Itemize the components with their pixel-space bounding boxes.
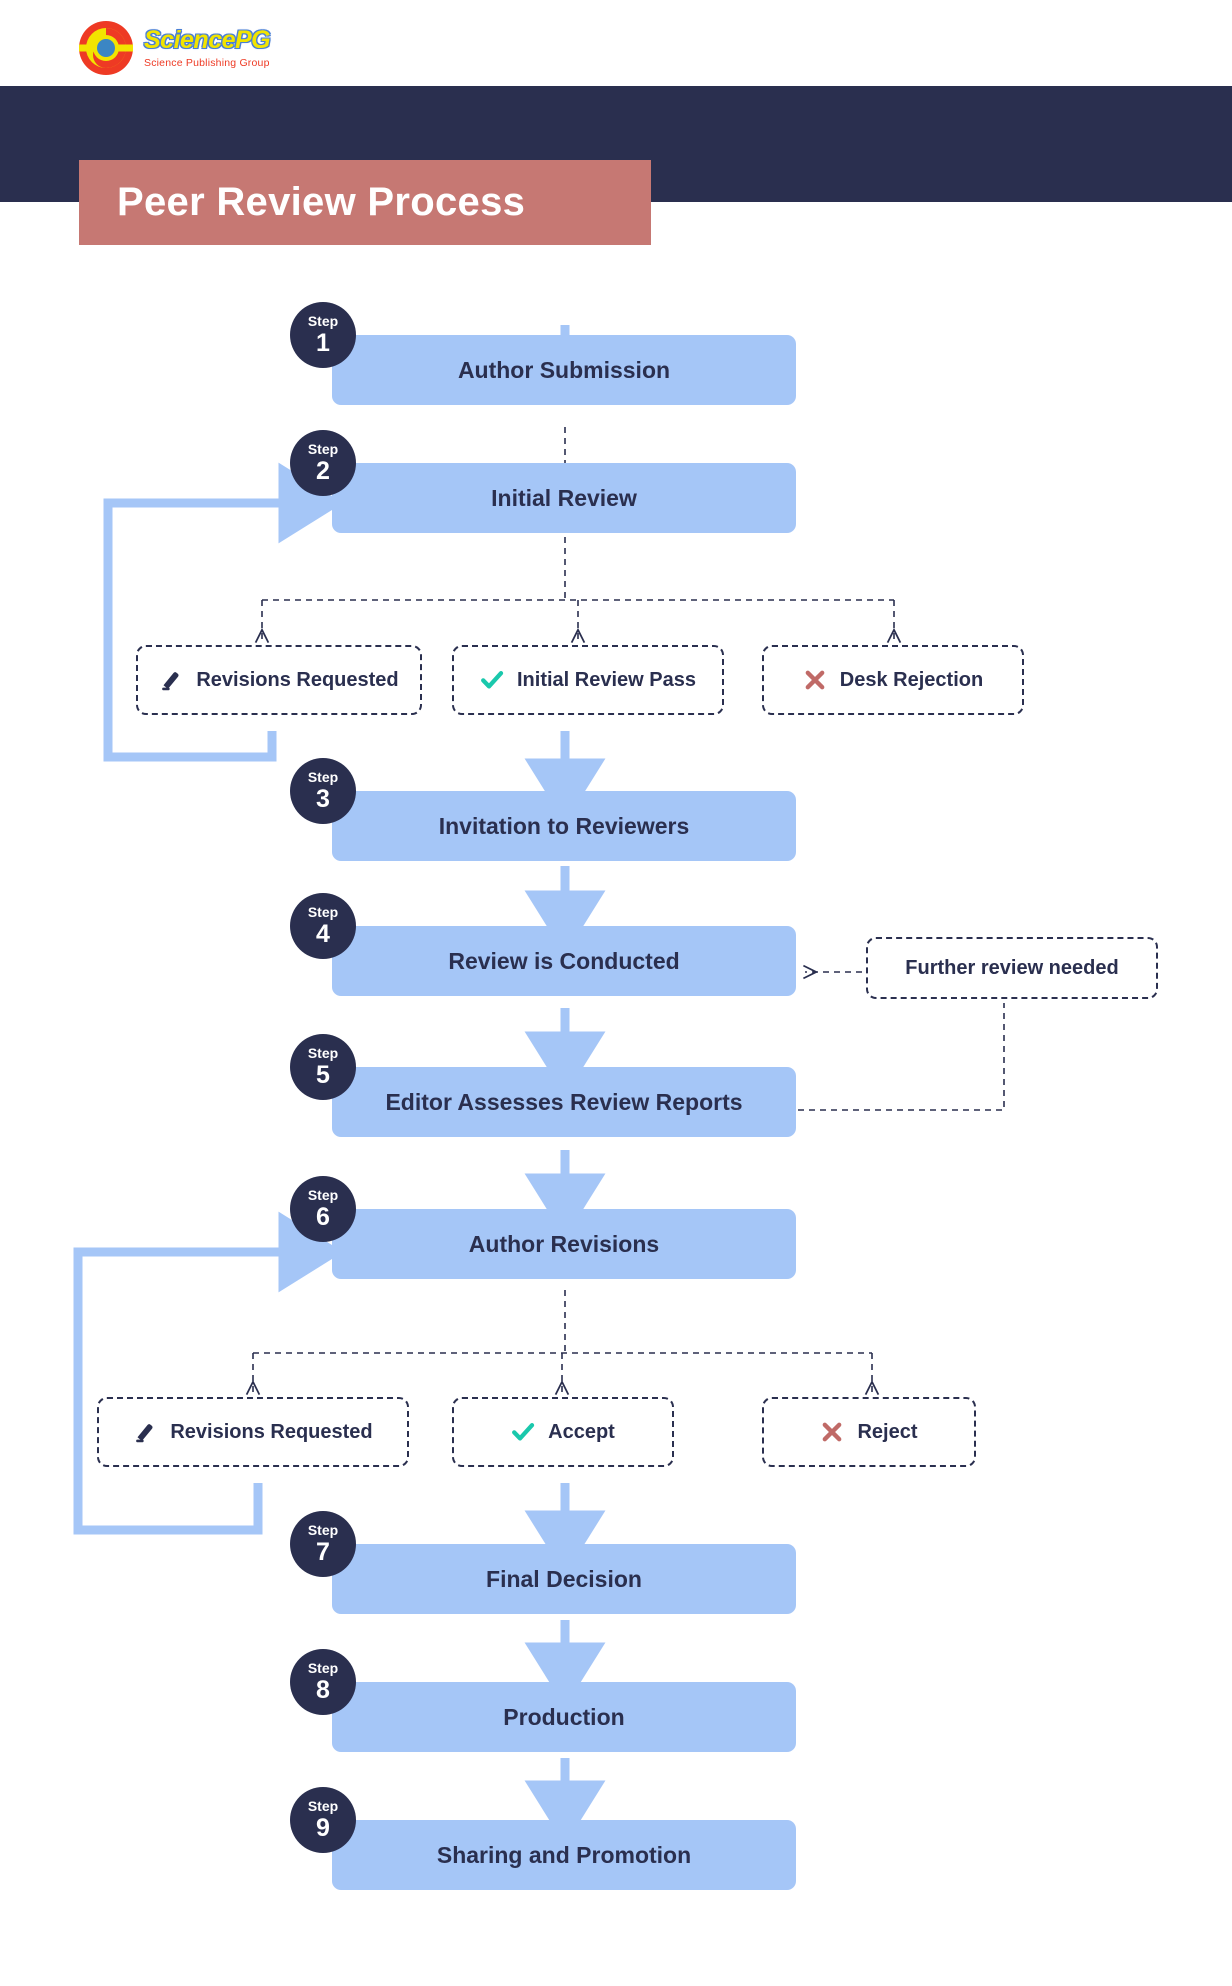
step-badge-1[interactable]: Step 1	[290, 302, 356, 368]
step-badge-5[interactable]: Step 5	[290, 1034, 356, 1100]
step-badge-2[interactable]: Step 2	[290, 430, 356, 496]
step-title-3: Invitation to Reviewers	[438, 812, 690, 839]
step-badge-8[interactable]: Step 8	[290, 1649, 356, 1715]
step-title-6: Author Revisions	[468, 1230, 660, 1257]
decision-label-accept: Accept	[548, 1420, 615, 1443]
step-badge-number-5: 5	[316, 1061, 330, 1089]
note-label-further-review-needed: Further review needed	[905, 956, 1119, 979]
decision-box-revisions-requested-1[interactable]: Revisions Requested	[136, 645, 422, 715]
step-title-7: Final Decision	[486, 1565, 642, 1592]
sciencepg-circle-logo-icon	[79, 21, 133, 75]
step-box-3[interactable]: Invitation to Reviewers	[332, 791, 796, 861]
step-box-6[interactable]: Author Revisions	[332, 1209, 796, 1279]
pencil-icon	[136, 1424, 153, 1443]
page-title-plate: Peer Review Process	[79, 160, 651, 245]
step-box-2[interactable]: Initial Review	[332, 463, 796, 533]
logo-bar: SciencePG Science Publishing Group	[0, 0, 1232, 86]
decision-label-reject: Reject	[857, 1420, 918, 1443]
decision-label-desk-rejection: Desk Rejection	[839, 668, 984, 691]
step-badge-number-7: 7	[316, 1538, 330, 1566]
decision-box-initial-review-pass[interactable]: Initial Review Pass	[452, 645, 724, 715]
decision-label-revisions-requested-2: Revisions Requested	[170, 1420, 373, 1443]
dashed-step5-to-note	[798, 1003, 1005, 1111]
step-title-1: Author Submission	[457, 356, 671, 383]
step-badge-9[interactable]: Step 9	[290, 1787, 356, 1853]
step-badge-label-9: Step	[307, 1798, 339, 1814]
step-badge-label-7: Step	[307, 1522, 339, 1538]
decision-box-accept[interactable]: Accept	[452, 1397, 674, 1467]
brand-logo[interactable]: SciencePG Science Publishing Group	[78, 20, 271, 76]
step-badge-label-2: Step	[307, 441, 339, 457]
step-badge-label-4: Step	[307, 904, 339, 920]
step-badge-3[interactable]: Step 3	[290, 758, 356, 824]
step-title-9: Sharing and Promotion	[436, 1841, 692, 1868]
step-badge-label-5: Step	[307, 1045, 339, 1061]
note-box-further-review-needed[interactable]: Further review needed	[866, 937, 1158, 999]
step-badge-label-1: Step	[307, 313, 339, 329]
decision-label-revisions-requested-1: Revisions Requested	[196, 668, 399, 691]
step-badge-number-2: 2	[316, 457, 330, 485]
step-badge-label-6: Step	[307, 1187, 339, 1203]
step-badge-number-9: 9	[316, 1814, 330, 1842]
step-title-4: Review is Conducted	[448, 947, 680, 974]
step-box-8[interactable]: Production	[332, 1682, 796, 1752]
step-box-7[interactable]: Final Decision	[332, 1544, 796, 1614]
step-badge-label-8: Step	[307, 1660, 339, 1676]
step-badge-4[interactable]: Step 4	[290, 893, 356, 959]
step-badge-number-1: 1	[316, 329, 330, 357]
step-box-9[interactable]: Sharing and Promotion	[332, 1820, 796, 1890]
decision-box-revisions-requested-2[interactable]: Revisions Requested	[97, 1397, 409, 1467]
cross-icon	[823, 1422, 842, 1442]
step-badge-number-8: 8	[316, 1676, 330, 1704]
step-badge-number-3: 3	[316, 785, 330, 813]
loop-revisions-to-step2	[103, 462, 344, 762]
step-box-1[interactable]: Author Submission	[332, 335, 796, 405]
pencil-icon	[162, 672, 179, 691]
cross-icon	[805, 670, 825, 690]
loop-revisions-to-step6	[73, 1211, 344, 1535]
step-title-2: Initial Review	[491, 484, 637, 511]
decision-box-desk-rejection[interactable]: Desk Rejection	[762, 645, 1024, 715]
step-title-5: Editor Assesses Review Reports	[385, 1088, 743, 1115]
step-badge-7[interactable]: Step 7	[290, 1511, 356, 1577]
brand-name: SciencePG	[144, 26, 271, 55]
check-icon	[481, 671, 504, 689]
step-box-5[interactable]: Editor Assesses Review Reports	[332, 1067, 796, 1137]
step-badge-6[interactable]: Step 6	[290, 1176, 356, 1242]
step-title-8: Production	[503, 1703, 625, 1730]
decision-box-reject[interactable]: Reject	[762, 1397, 976, 1467]
brand-tagline: Science Publishing Group	[144, 56, 270, 69]
step-badge-number-4: 4	[316, 920, 330, 948]
check-icon	[512, 1423, 535, 1441]
step-badge-number-6: 6	[316, 1203, 330, 1231]
page-title: Peer Review Process	[117, 180, 526, 224]
step-badge-label-3: Step	[307, 769, 339, 785]
decision-label-initial-review-pass: Initial Review Pass	[517, 668, 696, 691]
step-box-4[interactable]: Review is Conducted	[332, 926, 796, 996]
